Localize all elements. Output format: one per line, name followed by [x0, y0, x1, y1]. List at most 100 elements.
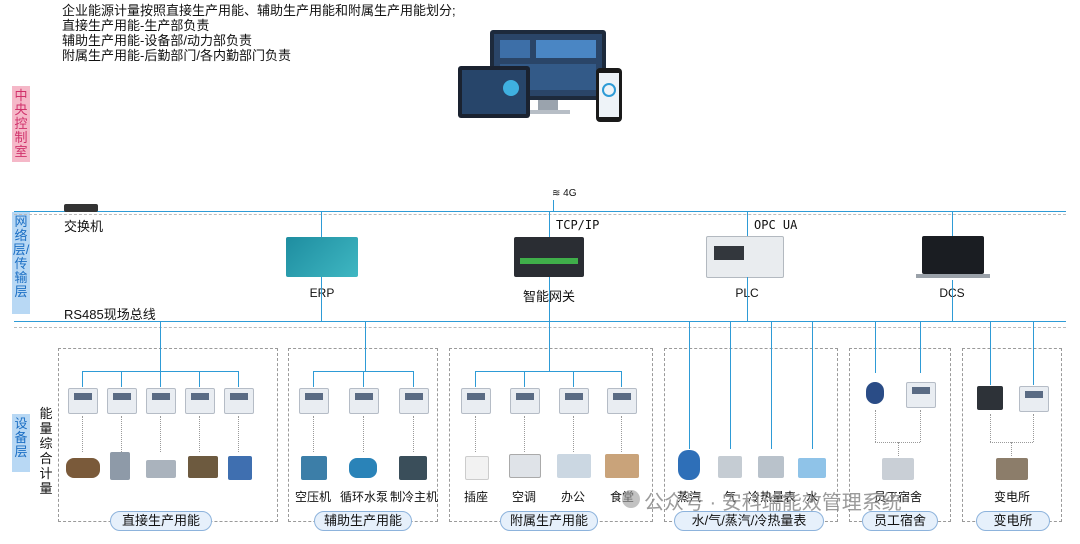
- link-line: [524, 371, 525, 387]
- switch-icon: [64, 204, 98, 212]
- energy-meter-icon: [299, 388, 329, 414]
- note-line: 直接生产用能-生产部负责: [62, 18, 210, 33]
- link-line: [199, 371, 200, 387]
- notes: 企业能源计量按照直接生产用能、辅助生产用能和附属生产用能划分; 直接生产用能-生…: [62, 3, 456, 63]
- device-label: 办公: [560, 490, 585, 504]
- dotted-link: [573, 416, 574, 452]
- device-label: 变电所: [993, 490, 1030, 504]
- dotted-link: [1011, 442, 1012, 456]
- energy-meter-icon: [68, 388, 98, 414]
- dotted-link: [990, 414, 991, 442]
- water-meter-icon: [866, 382, 884, 404]
- water-icon: [798, 458, 826, 478]
- link-line: [160, 371, 161, 387]
- watermark: 公众号 · 安科瑞能效管理系统: [644, 492, 902, 514]
- link-line: [160, 321, 161, 371]
- node-label-erp: ERP: [309, 286, 335, 300]
- device-label: 制冷主机: [390, 490, 439, 504]
- energy-meter-icon: [607, 388, 637, 414]
- layer-label-network: 网络层/传输层: [12, 212, 30, 314]
- group-box-direct: [58, 348, 278, 522]
- monitor-tablet-phone-icon: [458, 30, 622, 122]
- device-label: 空调: [511, 490, 536, 504]
- energy-meter-icon: [185, 388, 215, 414]
- substation-icon: [996, 458, 1028, 480]
- layer-label-device: 设备层: [12, 414, 30, 472]
- gas-meter-icon: [718, 456, 742, 478]
- link-line: [321, 277, 322, 321]
- dotted-link: [121, 416, 122, 452]
- motor-icon: [146, 460, 176, 478]
- ball-mill-icon: [66, 458, 100, 478]
- central-devices: [456, 28, 626, 128]
- link-line: [621, 371, 622, 387]
- dotted-link: [875, 410, 876, 442]
- steam-flowmeter-icon: [678, 450, 700, 480]
- heat-meter-icon: [758, 456, 784, 478]
- link-line: [313, 371, 314, 387]
- link-line: [365, 321, 366, 371]
- device-label: 空压机: [294, 490, 331, 504]
- energy-meter-icon: [399, 388, 429, 414]
- link-line: [990, 321, 991, 385]
- bus-label: RS485现场总线: [64, 307, 156, 322]
- energy-meter-icon: [461, 388, 491, 414]
- dormitory-icon: [882, 458, 914, 480]
- dotted-link: [621, 416, 622, 452]
- link-line: [238, 371, 239, 387]
- device-label: 气: [723, 490, 736, 504]
- dcs-laptop-icon: [922, 236, 984, 274]
- device-label: 插座: [463, 490, 488, 504]
- energy-meter-icon: [224, 388, 254, 414]
- group-title-direct: 直接生产用能: [110, 511, 212, 531]
- dotted-link: [363, 416, 364, 452]
- air-compressor-icon: [301, 456, 327, 480]
- dotted-link: [160, 416, 161, 452]
- node-label-gateway: 智能网关: [514, 286, 584, 305]
- dotted-link: [898, 442, 899, 456]
- dotted-link: [238, 416, 239, 452]
- link-line: [549, 321, 550, 371]
- socket-icon: [465, 456, 489, 480]
- device-label: 冷热量表: [748, 490, 797, 504]
- crusher-icon: [110, 452, 130, 480]
- link-line: [321, 211, 322, 237]
- energy-meter-icon: [1019, 386, 1049, 412]
- link-line: [413, 371, 414, 387]
- group-title-aux: 辅助生产用能: [314, 511, 412, 531]
- dotted-link: [313, 416, 314, 452]
- group-title-substation: 变电所: [976, 511, 1050, 531]
- energy-meter-icon: [107, 388, 137, 414]
- dotted-link: [875, 442, 920, 443]
- link-line: [875, 321, 876, 373]
- note-line: 附属生产用能-后勤部门/各内勤部门负责: [62, 48, 291, 63]
- wireless-label: ≋ 4G: [552, 188, 577, 199]
- hopper-icon: [188, 456, 218, 478]
- branch-line: [475, 371, 621, 372]
- link-line: [573, 371, 574, 387]
- link-line: [730, 321, 731, 449]
- chiller-icon: [399, 456, 427, 480]
- erp-server-icon: [286, 237, 358, 277]
- device-label: 员工宿舍: [873, 490, 922, 504]
- dotted-link: [199, 416, 200, 452]
- plc-display-icon: [714, 246, 744, 260]
- air-conditioner-icon: [509, 454, 541, 478]
- note-line: 企业能源计量按照直接生产用能、辅助生产用能和附属生产用能划分;: [62, 3, 456, 18]
- dotted-link: [82, 416, 83, 452]
- dotted-link: [524, 416, 525, 452]
- energy-meter-icon: [906, 382, 936, 408]
- group-title-water: 水/气/蒸汽/冷热量表: [674, 511, 824, 531]
- link-line: [771, 321, 772, 449]
- link-line: [747, 211, 748, 237]
- device-label: 蒸汽: [676, 490, 701, 504]
- bus-line: [14, 321, 1066, 322]
- device-label: 水: [805, 490, 818, 504]
- energy-meter-icon: [146, 388, 176, 414]
- link-line: [363, 371, 364, 387]
- group-title-dorm: 员工宿舍: [862, 511, 938, 531]
- link-line: [549, 211, 550, 237]
- dotted-link: [475, 416, 476, 452]
- link-line: [1033, 321, 1034, 385]
- canteen-icon: [605, 454, 639, 478]
